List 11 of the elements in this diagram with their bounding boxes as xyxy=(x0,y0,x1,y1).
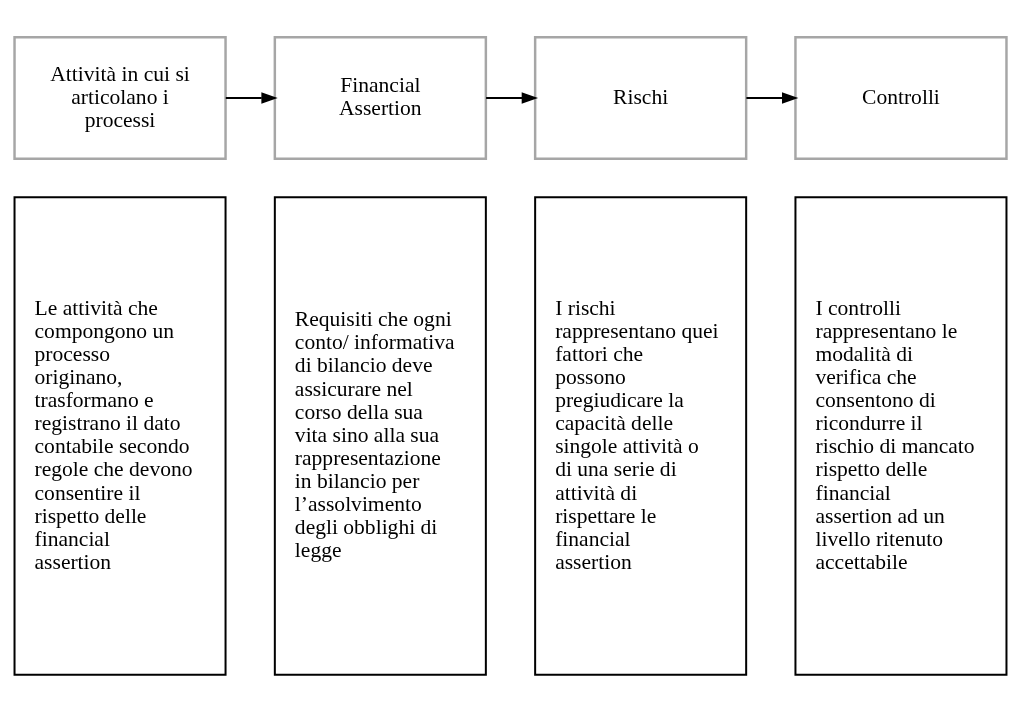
node-box: Requisiti che ogni conto/ informativa di bilancio deve assicurare nel corso della sua vita sino alla sua rappresentazione in bilancio per l’assolvimento degli obblighi di legge xyxy=(273,196,487,676)
node-box: Rischi xyxy=(533,35,748,161)
node-box: Financial Assertion xyxy=(273,35,488,161)
node-box: Controlli xyxy=(794,35,1008,161)
arrow xyxy=(485,92,539,104)
node-box: I controlli rappresentano le modalità di verifica che consentono di ricondurre il rischio di mancato rispetto delle financial assertion ad un livello ritenuto accettabile xyxy=(794,196,1008,676)
node-box: Attività in cui si articolano i processi xyxy=(13,35,227,161)
node-box: Le attività che compongono un processo originano, trasformano e registrano il dato contabile secondo regole che devono consentire il rispetto delle financial assertion xyxy=(13,196,227,676)
arrow xyxy=(224,92,278,104)
node-box: I rischi rappresentano quei fattori che possono pregiudicare la capacità delle singole attività o di una serie di attività di rispettare le financial assertion xyxy=(534,196,748,676)
arrow xyxy=(745,92,799,104)
